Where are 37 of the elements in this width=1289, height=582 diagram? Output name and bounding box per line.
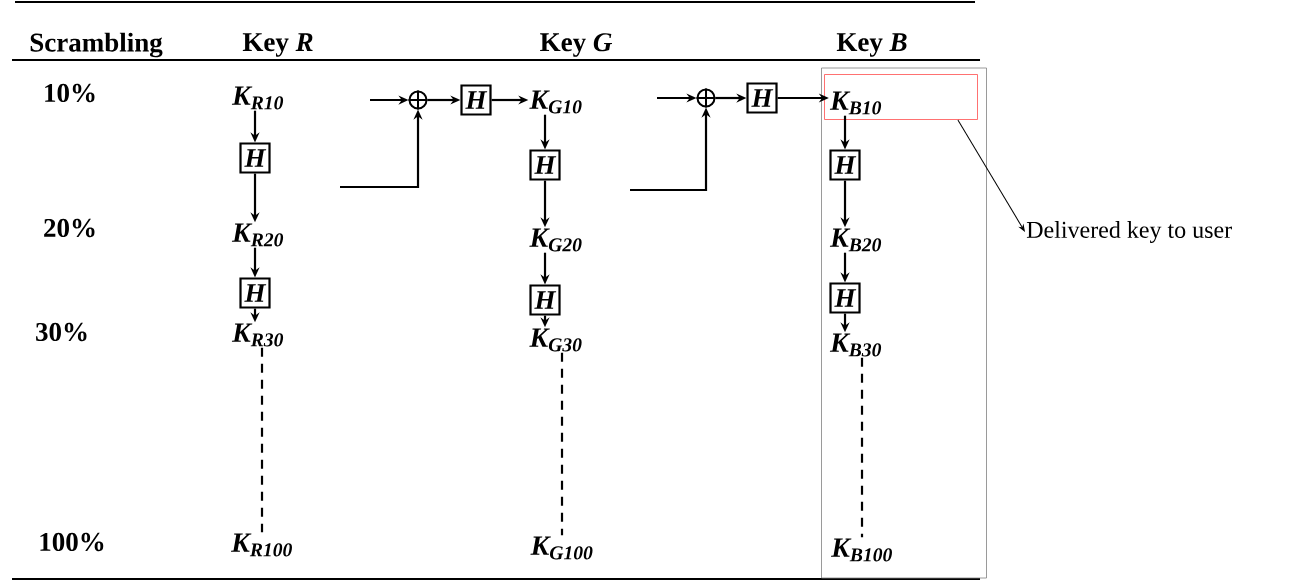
row-label: 10% [45, 83, 95, 103]
column-header: Scrambling [30, 32, 163, 58]
dashed-line [260, 347, 264, 533]
dashed-line [860, 357, 864, 538]
xor-symbol [407, 89, 429, 111]
key-label: K$_{R30}$ [231, 323, 284, 347]
hash-box: H [460, 84, 492, 116]
key-label: K$_{G100}$ [530, 536, 593, 560]
key-label: K$_{R10}$ [231, 86, 284, 110]
key-label: K$_{R100}$ [231, 533, 292, 557]
hash-box: H [829, 282, 861, 314]
row-label: 20% [44, 218, 95, 238]
key-label: K$_{B100}$ [831, 538, 892, 562]
key-label: K$_{G20}$ [529, 228, 582, 252]
key-label: K$_{G30}$ [529, 328, 582, 352]
hash-box: H [239, 277, 271, 309]
key-label: K$_{G10}$ [529, 90, 582, 114]
key-label: K$_{R20}$ [231, 223, 284, 247]
hash-box: H [239, 142, 271, 174]
hash-box: H [746, 82, 778, 114]
row-label: 100% [40, 532, 104, 552]
leader-line [957, 119, 1025, 232]
key-label: K$_{B20}$ [829, 228, 882, 252]
column-header: Key B [836, 33, 907, 57]
callout-text: Delivered key to user [1026, 221, 1232, 243]
key-label: K$_{B30}$ [829, 333, 882, 357]
column-header: Key R [242, 33, 313, 57]
highlight-box [824, 74, 978, 120]
xor-symbol [695, 87, 717, 109]
hash-box: H [529, 149, 561, 181]
key-label: K$_{B10}$ [829, 91, 882, 115]
dashed-line [560, 352, 564, 536]
hash-box: H [829, 149, 861, 181]
row-label: 30% [36, 322, 87, 342]
column-header: Key G [540, 33, 613, 57]
hash-box: H [529, 284, 561, 316]
column-frame [821, 67, 987, 579]
